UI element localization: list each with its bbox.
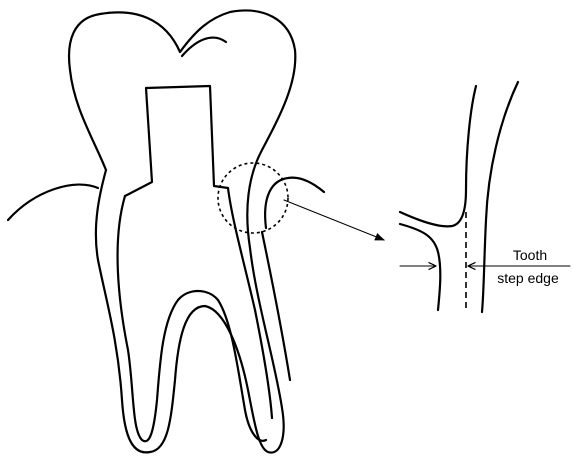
- pulp-chamber: [125, 86, 228, 196]
- label-tooth: Tooth: [513, 247, 547, 263]
- gum-line-right: [265, 178, 324, 228]
- magnify-arrow: [284, 200, 384, 240]
- label-step-edge: step edge: [497, 270, 559, 286]
- detail-tooth-contour-lower: [400, 224, 440, 310]
- root-canal-left: [118, 196, 266, 441]
- gum-line-left: [8, 185, 98, 220]
- detail-tooth-contour: [400, 86, 476, 226]
- gum-line-right-inner: [262, 232, 290, 380]
